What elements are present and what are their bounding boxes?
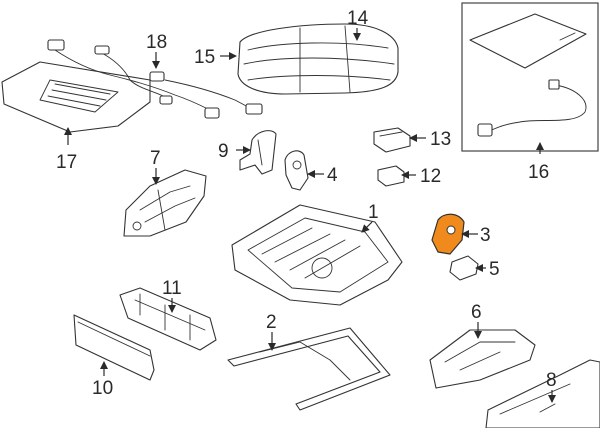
- part-16-module-box[interactable]: [461, 2, 599, 152]
- callout-1: 1: [368, 202, 379, 223]
- callout-11: 11: [162, 278, 182, 299]
- callout-8: 8: [546, 370, 557, 391]
- part-10-trim-panel[interactable]: [73, 314, 155, 381]
- callout-16: 16: [528, 162, 549, 183]
- callout-17: 17: [56, 152, 77, 173]
- leader-lines: [64, 28, 556, 403]
- callout-7: 7: [150, 148, 161, 169]
- part-17-heater-mat[interactable]: [1, 61, 151, 133]
- callout-12: 12: [420, 166, 441, 187]
- part-8-side-cover[interactable]: [485, 359, 600, 428]
- callout-5: 5: [489, 259, 500, 280]
- part-11-motor-assembly[interactable]: [119, 287, 217, 351]
- callout-2: 2: [266, 312, 277, 333]
- part-3-highlighted-bracket[interactable]: [431, 213, 465, 255]
- callout-4: 4: [327, 165, 338, 186]
- callout-10: 10: [92, 378, 113, 399]
- callout-15: 15: [194, 47, 215, 68]
- callout-6: 6: [471, 302, 482, 323]
- part-18-wiring-harness[interactable]: [47, 39, 263, 119]
- part-7-side-bracket[interactable]: [123, 169, 207, 237]
- part-4-bracket[interactable]: [284, 150, 309, 191]
- part-9-trim-bracket[interactable]: [239, 130, 277, 175]
- callout-9: 9: [218, 141, 229, 162]
- callout-18: 18: [146, 32, 167, 53]
- callout-labels: 14 15 18 17 16 9 4 13 12 7 1 3 5 11 10 2…: [56, 8, 557, 399]
- callout-14: 14: [347, 8, 369, 29]
- part-5-clip[interactable]: [449, 255, 479, 281]
- part-2-seat-track[interactable]: [227, 327, 391, 411]
- part-13-connector[interactable]: [373, 127, 411, 153]
- callout-3: 3: [480, 225, 491, 246]
- part-1-seat-frame[interactable]: [231, 204, 403, 306]
- part-12-switch[interactable]: [377, 165, 405, 187]
- part-14-seat-cushion[interactable]: [237, 23, 399, 95]
- part-6-track-mechanism[interactable]: [429, 329, 536, 389]
- callout-13: 13: [430, 129, 451, 150]
